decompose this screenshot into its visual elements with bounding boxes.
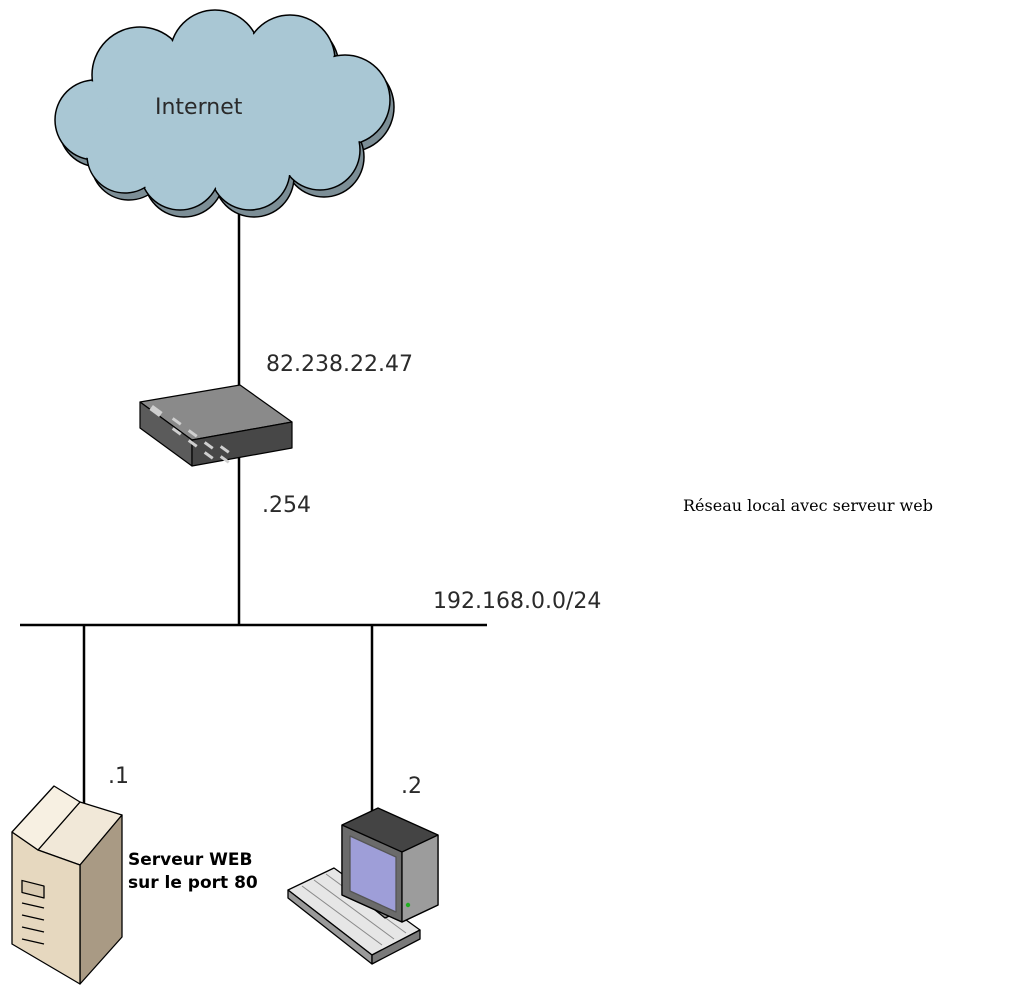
server-label-line2: sur le port 80 (128, 873, 258, 893)
server-ip: .1 (108, 764, 129, 789)
server-label-line1: Serveur WEB (128, 850, 253, 870)
router-icon (139, 384, 293, 467)
server-tower-icon (11, 785, 123, 985)
workstation-ip: .2 (401, 774, 422, 799)
diagram-caption: Réseau local avec serveur web (683, 496, 933, 515)
router-lan-ip: .254 (262, 493, 311, 518)
cloud-label: Internet (155, 95, 243, 120)
lan-subnet-label: 192.168.0.0/24 (433, 589, 601, 614)
desktop-computer-icon (287, 807, 439, 965)
router-wan-ip: 82.238.22.47 (266, 352, 413, 377)
cloud-icon (54, 9, 395, 218)
